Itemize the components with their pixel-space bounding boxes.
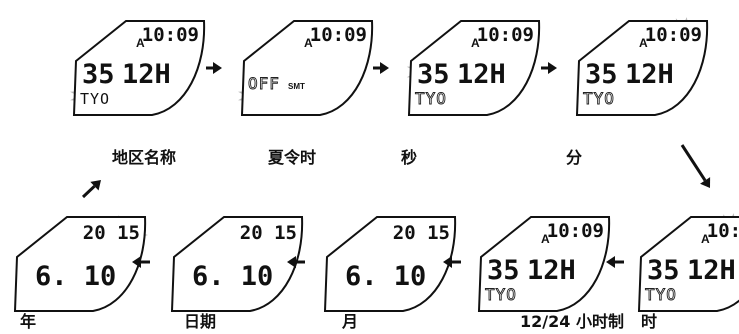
alarm-indicator: A xyxy=(701,232,710,246)
step-caption: 12/24 小时制 xyxy=(520,312,624,331)
city-code-display: TYO xyxy=(583,89,615,108)
city-code-display: OFF xyxy=(248,74,280,93)
alarm-indicator: A xyxy=(136,36,145,50)
hour-mode-display: 12H xyxy=(625,59,674,90)
time-display: 10:09 xyxy=(547,220,604,242)
city-code-display: TYO xyxy=(645,285,677,304)
watch-face-outline xyxy=(13,216,147,312)
watch-face-outline xyxy=(323,216,457,312)
month-day-display: 6. 10 xyxy=(192,261,273,292)
watch-face-outline xyxy=(407,20,541,116)
watch-face-step-9: 20 15 6. 10 年 xyxy=(13,215,148,331)
arrow-left xyxy=(606,256,624,268)
alarm-indicator: A xyxy=(639,36,648,50)
year-display: 20 15 xyxy=(83,222,140,244)
watch-face-outline xyxy=(72,20,206,116)
step-caption: 地区名称 xyxy=(112,148,176,167)
seconds-display: 35 xyxy=(417,59,450,90)
watch-face-step-7: 20 15 6. 10 月 xyxy=(323,216,457,331)
time-display: 10:09 xyxy=(310,24,367,46)
alarm-indicator: A xyxy=(471,36,480,50)
arrow-left xyxy=(132,256,150,268)
hour-mode-display: 12H xyxy=(527,255,576,286)
watch-face-outline xyxy=(575,20,709,116)
month-day-display: 6. 10 xyxy=(345,261,426,292)
watch-face-outline xyxy=(240,20,374,116)
watch-face-outline xyxy=(170,216,304,312)
step-caption: 时 xyxy=(641,312,657,331)
step-caption: 日期 xyxy=(184,312,216,331)
year-display: 20 15 xyxy=(240,222,297,244)
hour-mode-display: 12H xyxy=(687,255,736,286)
hour-mode-display: 12H xyxy=(122,59,171,90)
step-caption: 分 xyxy=(566,148,582,167)
time-display: 10:09 xyxy=(142,24,199,46)
arrow-right xyxy=(206,62,222,74)
seconds-display: 35 xyxy=(82,59,115,90)
city-code-display: TYO xyxy=(80,90,110,108)
alarm-indicator: A xyxy=(304,36,313,50)
summer-time-label: SMT xyxy=(288,82,305,91)
step-caption: 秒 xyxy=(401,148,417,167)
watch-face-outline xyxy=(477,216,611,312)
alarm-indicator: A xyxy=(541,232,550,246)
step-caption: 年 xyxy=(20,312,36,331)
step-caption: 夏令时 xyxy=(267,148,316,167)
watch-face-outline xyxy=(637,216,739,312)
arrow-right xyxy=(541,62,557,74)
seconds-display: 35 xyxy=(647,255,680,286)
arrow-left xyxy=(443,256,461,268)
year-display: 20 15 xyxy=(393,222,450,244)
time-display: 10:09 xyxy=(645,24,702,46)
month-day-display: 6. 10 xyxy=(35,261,116,292)
arrow-left xyxy=(287,256,305,268)
step-caption: 月 xyxy=(341,312,358,331)
seconds-display: 35 xyxy=(585,59,618,90)
time-display: 10:09 xyxy=(477,24,534,46)
arrow-up-right xyxy=(81,180,101,199)
arrow-right xyxy=(373,62,389,74)
arrow-down-right xyxy=(680,144,711,188)
time-display: 10:09 xyxy=(707,220,739,242)
city-code-display: TYO xyxy=(485,285,517,304)
seconds-display: 35 xyxy=(487,255,520,286)
hour-mode-display: 12H xyxy=(457,59,506,90)
watch-face-step-8: 20 15 6. 10 日期 xyxy=(170,216,304,331)
city-code-display: TYO xyxy=(415,89,447,108)
